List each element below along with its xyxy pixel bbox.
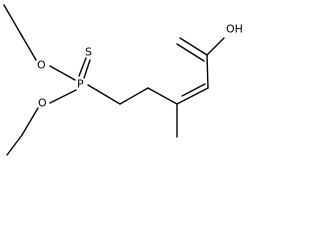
bond-c1-oh — [206, 37, 225, 56]
atom-label-p: P — [77, 78, 84, 91]
bond-c2-c1 — [206, 54, 209, 89]
bond-methyl-lower-ethyl — [6, 134, 23, 156]
bond-o-upper-p — [49, 65, 76, 81]
bond-p-s-line-2 — [83, 59, 91, 79]
bond-c1-o-line-1 — [179, 37, 208, 56]
atom-label-o-upper: O — [37, 59, 46, 72]
bond-p-ch2 — [87, 84, 121, 105]
bond-c1-o-line-2 — [176, 43, 205, 62]
atom-label-o-lower: O — [38, 97, 47, 110]
atom-label-oh: OH — [226, 23, 243, 36]
bond-methyl-upper-ethyl — [3, 4, 23, 37]
chemical-structure-diagram: OH O O P S — [3, 4, 243, 156]
bond-c3-c2-inner — [181, 83, 206, 97]
bond-ch2-c3 — [147, 87, 178, 105]
bond-o-lower-p — [49, 89, 77, 104]
bond-p-s-line-1 — [78, 57, 87, 77]
bond-ch2-lower-ethyl — [21, 107, 39, 136]
bond-ch2-ch2 — [119, 87, 149, 105]
bond-ch2-upper-ethyl — [21, 35, 37, 61]
bond-c3-c2-outer — [176, 87, 209, 105]
atom-label-s: S — [85, 46, 92, 59]
